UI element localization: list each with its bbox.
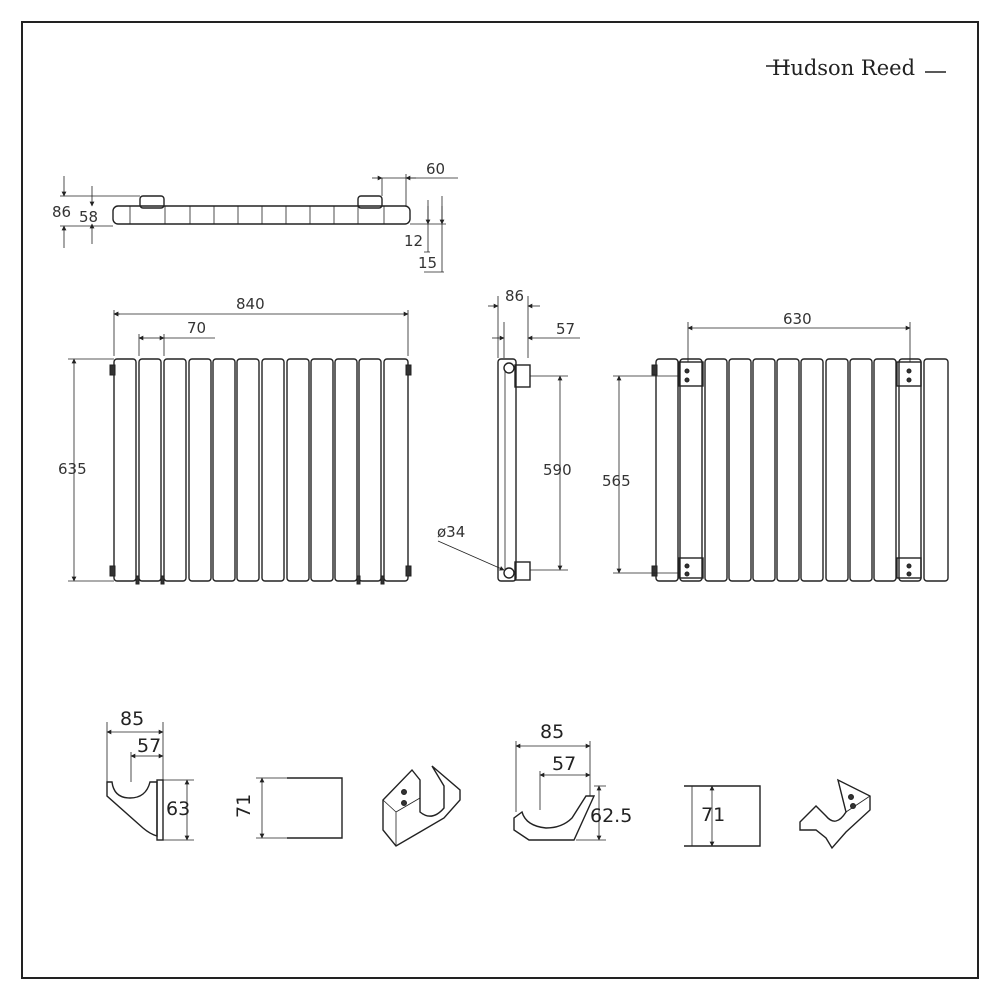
bracket-a-iso xyxy=(382,765,461,847)
bracket-b-offset-label: 57 xyxy=(552,753,576,775)
top-depth-panel-label: 58 xyxy=(79,208,98,226)
bracket-a: 85 57 63 71 xyxy=(106,708,461,847)
side-pipe-centres-label: 590 xyxy=(543,461,572,479)
bracket-b-profile xyxy=(513,795,596,841)
side-pipe-depth-label: 57 xyxy=(556,320,575,338)
rear-sections xyxy=(655,358,949,582)
brand-logo: Hudson Reed xyxy=(766,56,946,80)
bracket-a-depth-label: 85 xyxy=(120,708,144,730)
front-height-label: 635 xyxy=(58,460,87,478)
bracket-a-profile xyxy=(106,781,158,837)
front-width-label: 840 xyxy=(236,295,265,313)
top-depth-total-label: 86 xyxy=(52,203,71,221)
front-pitch-label: 70 xyxy=(187,319,206,337)
front-sections xyxy=(113,358,409,582)
top-view: 86 58 60 12 15 xyxy=(52,160,458,273)
rear-bracket-width-label: 630 xyxy=(783,310,812,328)
bracket-b-depth-label: 85 xyxy=(540,721,564,743)
rear-bracket-height-label: 565 xyxy=(602,472,631,490)
drawing-border xyxy=(21,21,979,979)
rear-view: 630 565 xyxy=(602,310,949,582)
top-bracket-gap-label: 15 xyxy=(418,254,437,272)
side-pipe-diameter-label: ø34 xyxy=(437,523,465,541)
bracket-a-width-label: 71 xyxy=(233,794,255,818)
side-view: 86 57 590 ø34 xyxy=(437,287,580,582)
side-depth-label: 86 xyxy=(505,287,524,305)
bracket-a-height-label: 63 xyxy=(166,798,190,820)
top-wall-gap-label: 12 xyxy=(404,232,423,250)
brand-name: Hudson Reed xyxy=(772,56,915,80)
bracket-b: 85 57 62.5 71 xyxy=(513,721,871,850)
bracket-a-front xyxy=(287,777,343,839)
bracket-b-height-label: 62.5 xyxy=(590,805,632,827)
bracket-b-front xyxy=(684,785,761,847)
bracket-a-offset-label: 57 xyxy=(137,735,161,757)
front-view: 840 70 635 xyxy=(58,295,412,585)
top-pipe-offset-label: 60 xyxy=(426,160,445,178)
bracket-b-width-label: 71 xyxy=(701,804,725,826)
bracket-b-iso xyxy=(799,778,871,850)
